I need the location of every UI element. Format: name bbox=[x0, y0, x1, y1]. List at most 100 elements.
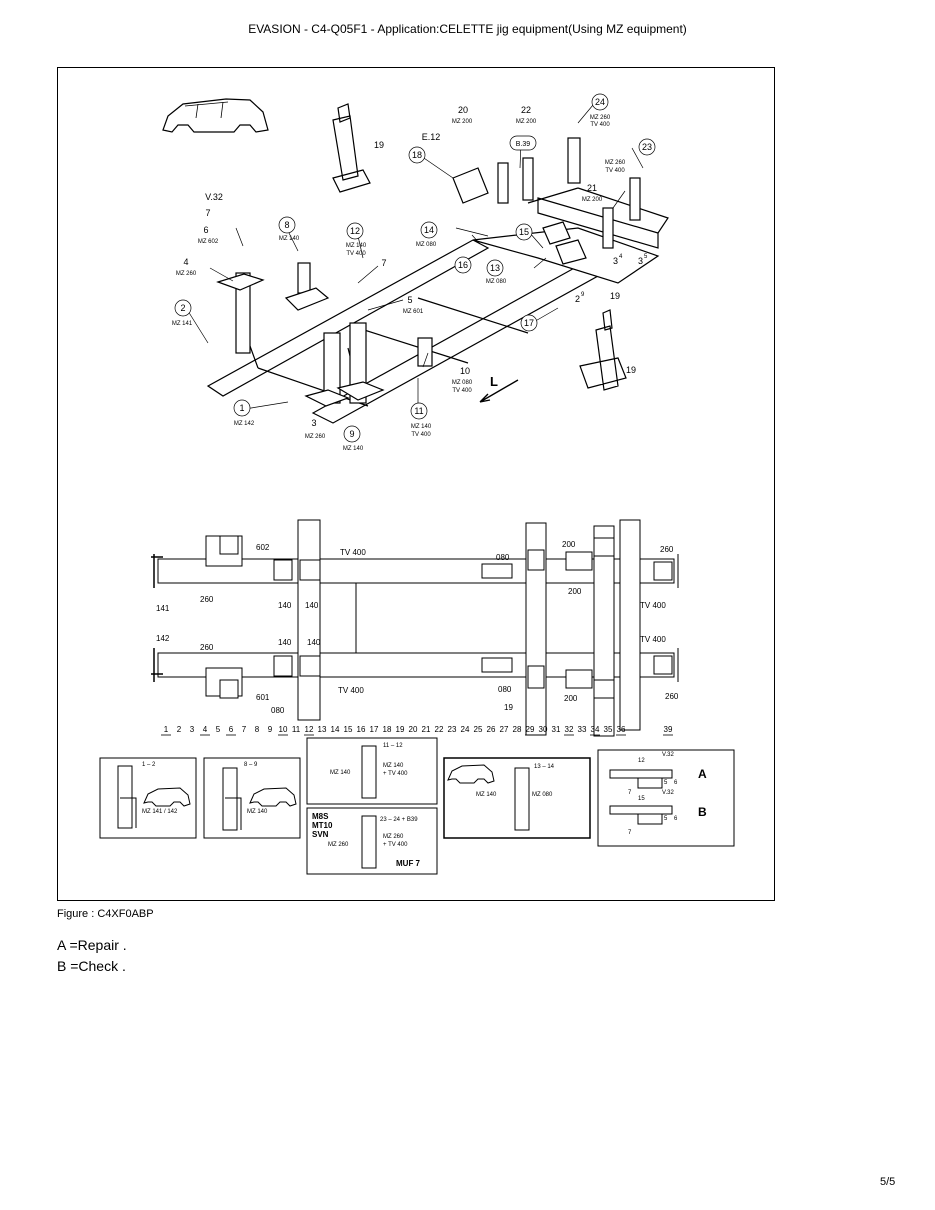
inset-car-icon-3 bbox=[447, 764, 495, 784]
tower-23 bbox=[629, 177, 641, 221]
ruler-mark-17: 17 bbox=[370, 725, 379, 734]
inset-car-icon-2 bbox=[249, 787, 297, 807]
label-19-bottom: 19 bbox=[626, 365, 636, 375]
code-mz140-9: MZ 140 bbox=[343, 446, 364, 452]
callout-12 bbox=[346, 222, 364, 240]
inset-car-icon-1 bbox=[143, 787, 191, 807]
plan-tag-141: 141 bbox=[156, 604, 170, 613]
label-4: 4 bbox=[183, 257, 188, 267]
callout-9-num: 9 bbox=[349, 429, 354, 439]
plan-tag-142: 142 bbox=[156, 634, 170, 643]
plan-tag-080-c: 080 bbox=[498, 685, 512, 694]
code-tv400-23: TV 400 bbox=[605, 168, 625, 174]
ruler-mark-23: 23 bbox=[448, 725, 457, 734]
inset5-title: 13 – 14 bbox=[534, 764, 555, 770]
callout-18-num: 18 bbox=[412, 150, 422, 160]
inset4-right1: MZ 260 bbox=[383, 834, 404, 840]
callout-2 bbox=[174, 299, 192, 317]
callout-15-num: 15 bbox=[519, 227, 529, 237]
ruler-mark-31: 31 bbox=[552, 725, 561, 734]
inset-box-1-2 bbox=[99, 757, 197, 839]
inset1-title: 1 – 2 bbox=[142, 762, 156, 768]
plan-tag-260-d: 260 bbox=[665, 692, 679, 701]
inset4-left: MZ 260 bbox=[328, 842, 349, 848]
ruler-mark-18: 18 bbox=[383, 725, 392, 734]
plan-tag-080-b: 080 bbox=[496, 553, 510, 562]
plan-rail-left bbox=[157, 558, 675, 584]
legend-item-repair: A =Repair . bbox=[57, 937, 127, 953]
plan-tag-260-c: 260 bbox=[660, 545, 674, 554]
plan-tag-140-b: 140 bbox=[305, 601, 319, 610]
plan-post-11 bbox=[297, 519, 321, 721]
figure-frame: 1 2 3 4 5 6 7 7 8 9 10 11 12 13 14 15 16… bbox=[57, 67, 775, 901]
label-l-arrow: L bbox=[490, 374, 498, 389]
code-mz200-22: MZ 200 bbox=[516, 119, 537, 125]
ruler-mark-5: 5 bbox=[216, 725, 221, 734]
inset6-15: 15 bbox=[638, 796, 645, 802]
plan-post-33 bbox=[593, 525, 615, 737]
plan-tag-140-d: 140 bbox=[307, 638, 321, 647]
ruler-mark-39: 39 bbox=[664, 725, 673, 734]
frac-b: 3 bbox=[638, 256, 643, 266]
code-mz601: MZ 601 bbox=[403, 309, 424, 315]
ruler-mark-16: 16 bbox=[357, 725, 366, 734]
stand-19-bottom bbox=[579, 309, 627, 391]
tower-21 bbox=[602, 207, 614, 249]
code-mz260-4: MZ 260 bbox=[176, 271, 197, 277]
inset3-left: MZ 140 bbox=[330, 770, 351, 776]
callout-17-num: 17 bbox=[524, 318, 534, 328]
code-mz140-8: MZ 140 bbox=[279, 236, 300, 242]
isometric-view bbox=[162, 98, 669, 424]
inset5-right: MZ 080 bbox=[532, 792, 553, 798]
isometric-labels: 1 2 3 4 5 6 7 7 8 9 10 11 12 13 14 15 16… bbox=[172, 97, 652, 452]
callout-b39-text: B.39 bbox=[516, 141, 531, 148]
inset4-title: 23 – 24 + B39 bbox=[380, 817, 418, 823]
plan-labels: 602 260 140 140 141 142 260 140 140 601 … bbox=[156, 540, 679, 715]
code-tv400-11: TV 400 bbox=[411, 432, 431, 438]
plan-tag-140-a: 140 bbox=[278, 601, 292, 610]
ruler-mark-6: 6 bbox=[229, 725, 234, 734]
ruler-mark-24: 24 bbox=[461, 725, 470, 734]
callout-1 bbox=[233, 399, 251, 417]
label-20: 20 bbox=[458, 105, 468, 115]
ruler-mark-21: 21 bbox=[422, 725, 431, 734]
plan-tag-tv400-c: TV 400 bbox=[640, 635, 666, 644]
inset3-right2: + TV 400 bbox=[383, 771, 408, 777]
plan-tag-tv400-d: TV 400 bbox=[338, 686, 364, 695]
frac-c-sub: 9 bbox=[581, 292, 585, 298]
isometric-callouts bbox=[174, 93, 656, 443]
inset6-5a: 5 bbox=[664, 780, 668, 786]
code-mz200-21: MZ 200 bbox=[582, 197, 603, 203]
label-21: 21 bbox=[587, 183, 597, 193]
code-mz260-23: MZ 260 bbox=[605, 160, 626, 166]
callout-8 bbox=[278, 216, 296, 234]
ruler-mark-1: 1 bbox=[164, 725, 169, 734]
ruler-mark-29: 29 bbox=[526, 725, 535, 734]
inset4-l3: SVN bbox=[312, 830, 329, 839]
label-e12: E.12 bbox=[422, 132, 441, 142]
legend-item-check: B =Check . bbox=[57, 958, 126, 974]
ruler-mark-7: 7 bbox=[242, 725, 247, 734]
frac-b-sub: 5 bbox=[644, 254, 648, 260]
callout-8-num: 8 bbox=[284, 220, 289, 230]
ruler-mark-14: 14 bbox=[331, 725, 340, 734]
plan-tag-tv400-a: TV 400 bbox=[340, 548, 366, 557]
code-tv400-10: TV 400 bbox=[452, 388, 472, 394]
tower-22 bbox=[522, 157, 534, 201]
callout-12-num: 12 bbox=[350, 226, 360, 236]
inset4-right2: + TV 400 bbox=[383, 842, 408, 848]
ruler-mark-8: 8 bbox=[255, 725, 260, 734]
jig-diagram: 1 2 3 4 5 6 7 7 8 9 10 11 12 13 14 15 16… bbox=[99, 93, 735, 875]
ruler-mark-19: 19 bbox=[396, 725, 405, 734]
ruler-mark-11: 11 bbox=[292, 725, 301, 734]
plan-tag-200-b: 200 bbox=[568, 587, 582, 596]
ruler-mark-27: 27 bbox=[500, 725, 509, 734]
code-mz080-13: MZ 080 bbox=[486, 279, 507, 285]
callout-16 bbox=[454, 256, 472, 274]
plan-tag-200-a: 200 bbox=[562, 540, 576, 549]
ruler-mark-15: 15 bbox=[344, 725, 353, 734]
inset-box-13-14 bbox=[443, 757, 591, 839]
plan-tag-tv400-b: TV 400 bbox=[640, 601, 666, 610]
inset-box-23-24 bbox=[306, 807, 438, 875]
